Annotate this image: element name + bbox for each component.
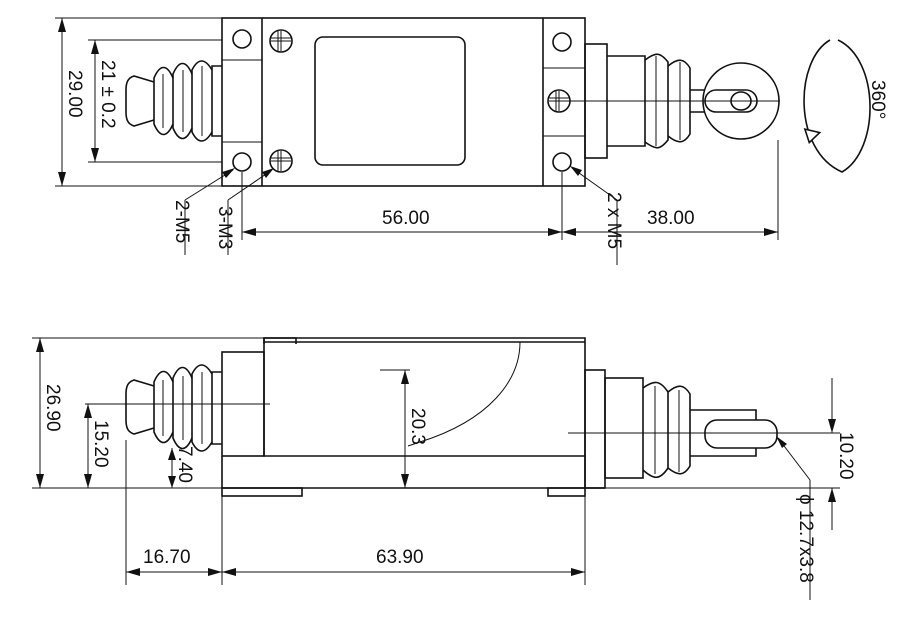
side-bellows [125, 364, 222, 452]
roller-size-label: ϕ 12.7x3.8 [795, 494, 816, 583]
dim-side-15-label: 15.20 [90, 420, 111, 468]
dim-top-inner-height [88, 39, 222, 163]
dim-top-horizontal [241, 140, 779, 240]
dim-top-height [55, 17, 222, 187]
side-view: 26.90 15.20 7.40 20.3 [32, 337, 856, 600]
top-hole-icon [552, 32, 572, 52]
label-2-m5: 2-M5 [171, 200, 192, 243]
side-actuator [568, 381, 786, 479]
label-2x-m5: 2 x M5 [603, 192, 624, 249]
dim-side-7-label: 7.40 [174, 446, 195, 483]
label-3-m3: 3-M3 [214, 206, 235, 249]
top-view: 360° 29.00 21 ± 0.2 [55, 17, 888, 265]
top-window [314, 36, 466, 166]
dim-side-7 [168, 448, 176, 488]
dim-56-label: 56.00 [382, 208, 430, 229]
dim-side-20 [401, 370, 409, 488]
top-hole-icon [552, 152, 572, 172]
top-bellows [125, 60, 222, 142]
dim-side-15 [84, 404, 92, 488]
dim-side-10 [605, 378, 840, 530]
roller-leader [776, 436, 811, 600]
dim-16-label: 16.70 [143, 547, 191, 568]
screw-icon [269, 29, 293, 53]
top-hole-icon [232, 152, 252, 172]
dim-63-label: 63.90 [376, 547, 424, 568]
dim-side-height-label: 26.90 [42, 384, 63, 432]
dim-side-20-label: 20.3 [407, 408, 428, 445]
dim-top-height-label: 29.00 [64, 70, 85, 118]
top-actuator [559, 43, 780, 159]
dim-38-label: 38.00 [647, 208, 695, 229]
dim-side-horizontal [125, 440, 586, 585]
rotation-arrow-icon [803, 39, 871, 173]
rotation-label: 360° [867, 80, 888, 119]
dim-side-height [32, 337, 264, 489]
screw-icon [269, 149, 293, 173]
dim-top-inner-height-label: 21 ± 0.2 [97, 60, 118, 129]
side-roller-icon [704, 419, 778, 449]
top-hole-icon [232, 29, 252, 49]
dim-side-10-label: 10.20 [835, 432, 856, 480]
